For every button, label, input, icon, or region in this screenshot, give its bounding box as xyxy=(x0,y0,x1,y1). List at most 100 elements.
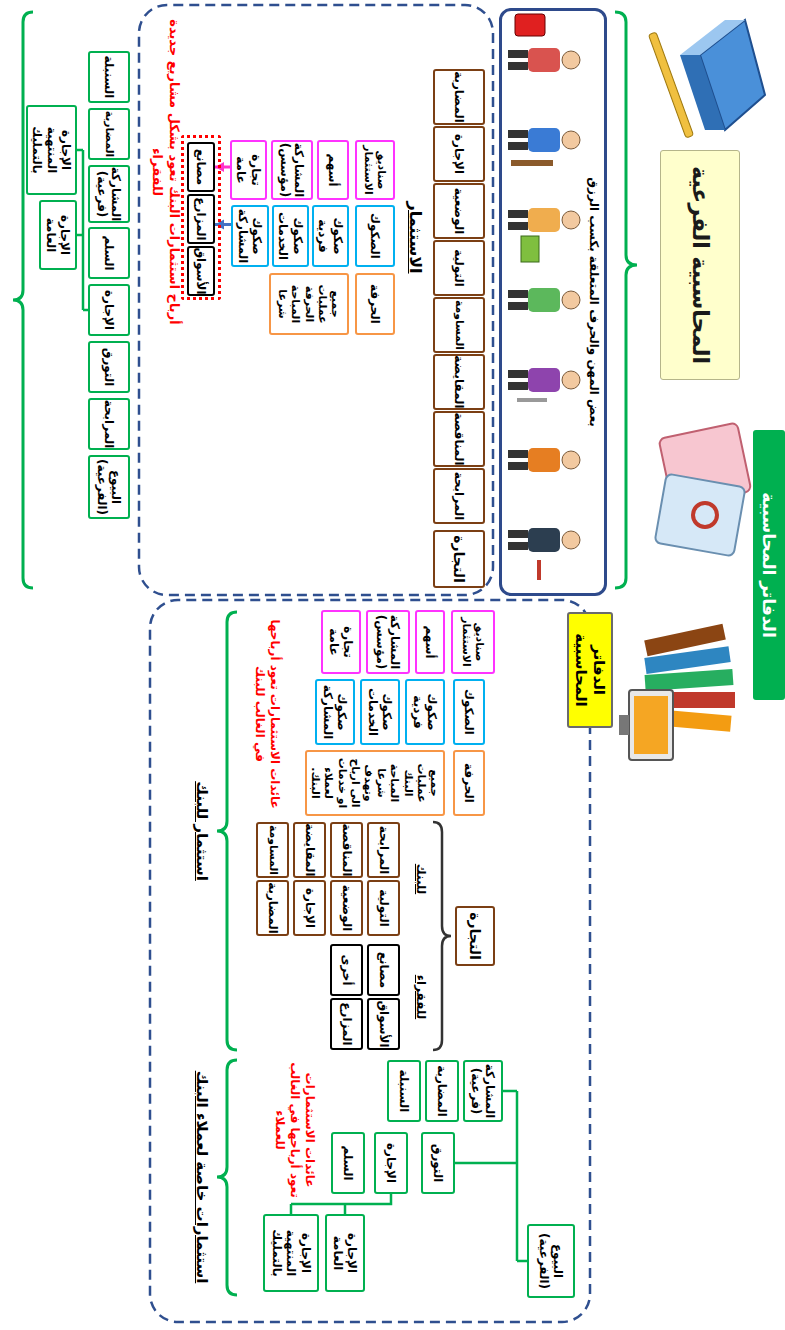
box-label: الصكوك xyxy=(462,689,476,735)
trade-box: المضاربة xyxy=(433,69,485,125)
bookshelf-icon xyxy=(634,696,668,754)
sector-box: الأسواق xyxy=(187,246,215,296)
box-label: تجارة عامة xyxy=(327,615,356,669)
craft-figure xyxy=(517,398,547,402)
sector-box: المزارع xyxy=(330,998,363,1050)
fund-box: تجارة عامة xyxy=(321,610,361,674)
bookshelf-icon xyxy=(645,669,734,691)
sector-box: الأسواق xyxy=(367,998,400,1050)
craft-figure xyxy=(515,14,545,36)
brace xyxy=(217,1060,237,1295)
contract-box: التورق xyxy=(88,341,130,393)
box-label: الدفاتر المحاسبية xyxy=(759,492,779,638)
box-label: الوضعية xyxy=(452,188,466,235)
question-card-icon xyxy=(655,474,746,557)
sukuk-box: صكوك فردية xyxy=(312,205,349,267)
box-label: المشاركة (فرعية) xyxy=(95,167,124,222)
contract-box: الإجارة العامة xyxy=(39,200,77,270)
craft-figure xyxy=(508,208,580,232)
trade-box: المقايضة xyxy=(433,354,485,410)
craft-box: الحرفة xyxy=(355,273,395,335)
bracket-line xyxy=(77,150,527,1261)
contract-box: التورق xyxy=(421,1132,455,1194)
contract-box: السنبلة xyxy=(387,1060,421,1122)
craft-box: جميع عمليات الحرفة المباحة شرعا xyxy=(269,273,349,335)
box-label: الصكوك xyxy=(368,213,382,259)
box-label: المرابحة xyxy=(452,472,466,521)
brace xyxy=(433,822,451,1050)
dashed-region xyxy=(139,5,493,595)
trade-box: الوضعية xyxy=(330,880,363,936)
contract-box: السلم xyxy=(331,1132,365,1194)
box-label: صكوك المشاركة xyxy=(321,684,350,740)
box-label: الإجارة xyxy=(384,1143,398,1183)
contract-box: البيوع (الفرعية) xyxy=(527,1224,575,1298)
craft-figure xyxy=(508,368,580,392)
group-label: للبنك xyxy=(413,849,428,909)
contract-box: الإجارة المنتهية بالتمليك xyxy=(263,1214,319,1292)
box-label: مصانع xyxy=(376,952,390,988)
craft-figure xyxy=(508,288,580,312)
box-label: صناديق الاستثمار xyxy=(362,145,388,195)
dashed-region xyxy=(150,600,590,1322)
box-label: التولية xyxy=(452,249,466,287)
contract-box: السلم xyxy=(88,227,130,279)
box-label: بعض المهن والحرف المتعلقة بكسب الرزق xyxy=(587,177,601,426)
fund-box: صناديق الاستثمار xyxy=(355,140,395,200)
sukuk-box: صكوك المشاركة xyxy=(231,205,269,267)
box-label: التجارة xyxy=(467,912,484,959)
box-label: السنبلة xyxy=(397,1070,411,1113)
sukuk-box: صكوك الخدمات xyxy=(360,679,400,745)
question-card-icon xyxy=(693,503,717,527)
contract-box: الإجارة العامة xyxy=(325,1214,365,1292)
fund-box: أسهم xyxy=(415,610,445,674)
crafts-panel: بعض المهن والحرف المتعلقة بكسب الرزق xyxy=(499,8,607,596)
section-heading: استثمار للبنك xyxy=(192,731,211,931)
box-label: جميع عمليات الحرفة المباحة شرعا xyxy=(276,278,342,330)
arrow-connector xyxy=(215,162,230,172)
bracket-line xyxy=(291,1194,391,1214)
box-label: المضاربة xyxy=(452,71,466,123)
trade-box: المقايضة xyxy=(293,822,326,878)
note-text: عائدات الاستثمارات تعود أرباحها في الغال… xyxy=(252,612,282,816)
box-label: المرابحة xyxy=(102,400,116,449)
box-label: التولية xyxy=(376,889,390,927)
trade-box: المرابحة xyxy=(433,468,485,524)
book-icon xyxy=(680,20,745,55)
fund-box: المشاركة (مؤسس) xyxy=(366,610,410,674)
box-label: الإجارة xyxy=(102,290,116,330)
trade-box: الإجارة xyxy=(433,126,485,182)
craft-figure xyxy=(521,236,539,262)
question-card-icon xyxy=(655,422,752,556)
box-label: السلم xyxy=(341,1145,355,1180)
contract-box: المرابحة xyxy=(88,398,130,450)
contract-box: الإجارة xyxy=(88,284,130,336)
book-icon xyxy=(648,32,693,138)
box-label: صكوك فردية xyxy=(411,684,440,740)
box-label: أسهم xyxy=(326,153,340,186)
craft-figure xyxy=(508,528,580,552)
trade-box: الوضعية xyxy=(433,183,485,239)
title-box: الدفاتر المحاسبية xyxy=(567,612,613,728)
box-label: مصانع xyxy=(194,149,208,185)
trade-box: المساومة xyxy=(433,297,485,353)
box-label: السلم xyxy=(102,235,116,270)
trade-box: الإجارة xyxy=(293,880,326,936)
fund-box: المشاركة (مؤسس) xyxy=(271,140,313,200)
box-label: الحرفة xyxy=(462,763,476,803)
group-label: للفقراء xyxy=(413,967,428,1027)
box-label: التورق xyxy=(102,348,116,387)
box-label: الإجارة العامة xyxy=(44,205,73,265)
box-label: الإجارة xyxy=(452,134,466,174)
craft-figure xyxy=(508,128,580,152)
trade-box: المرابحة xyxy=(367,822,400,878)
sukuk-box: الصكوك xyxy=(453,679,485,745)
box-label: المناقصة xyxy=(339,823,353,876)
box-label: التجارة xyxy=(451,535,468,582)
trade-box: التولية xyxy=(433,240,485,296)
brace xyxy=(13,12,33,588)
trade-box: التجارة xyxy=(433,530,485,588)
box-label: المشاركة (مؤسس) xyxy=(278,143,307,198)
craft-box: جميع عمليات البنك المباحة شرعا وتهدف الى… xyxy=(305,750,445,816)
